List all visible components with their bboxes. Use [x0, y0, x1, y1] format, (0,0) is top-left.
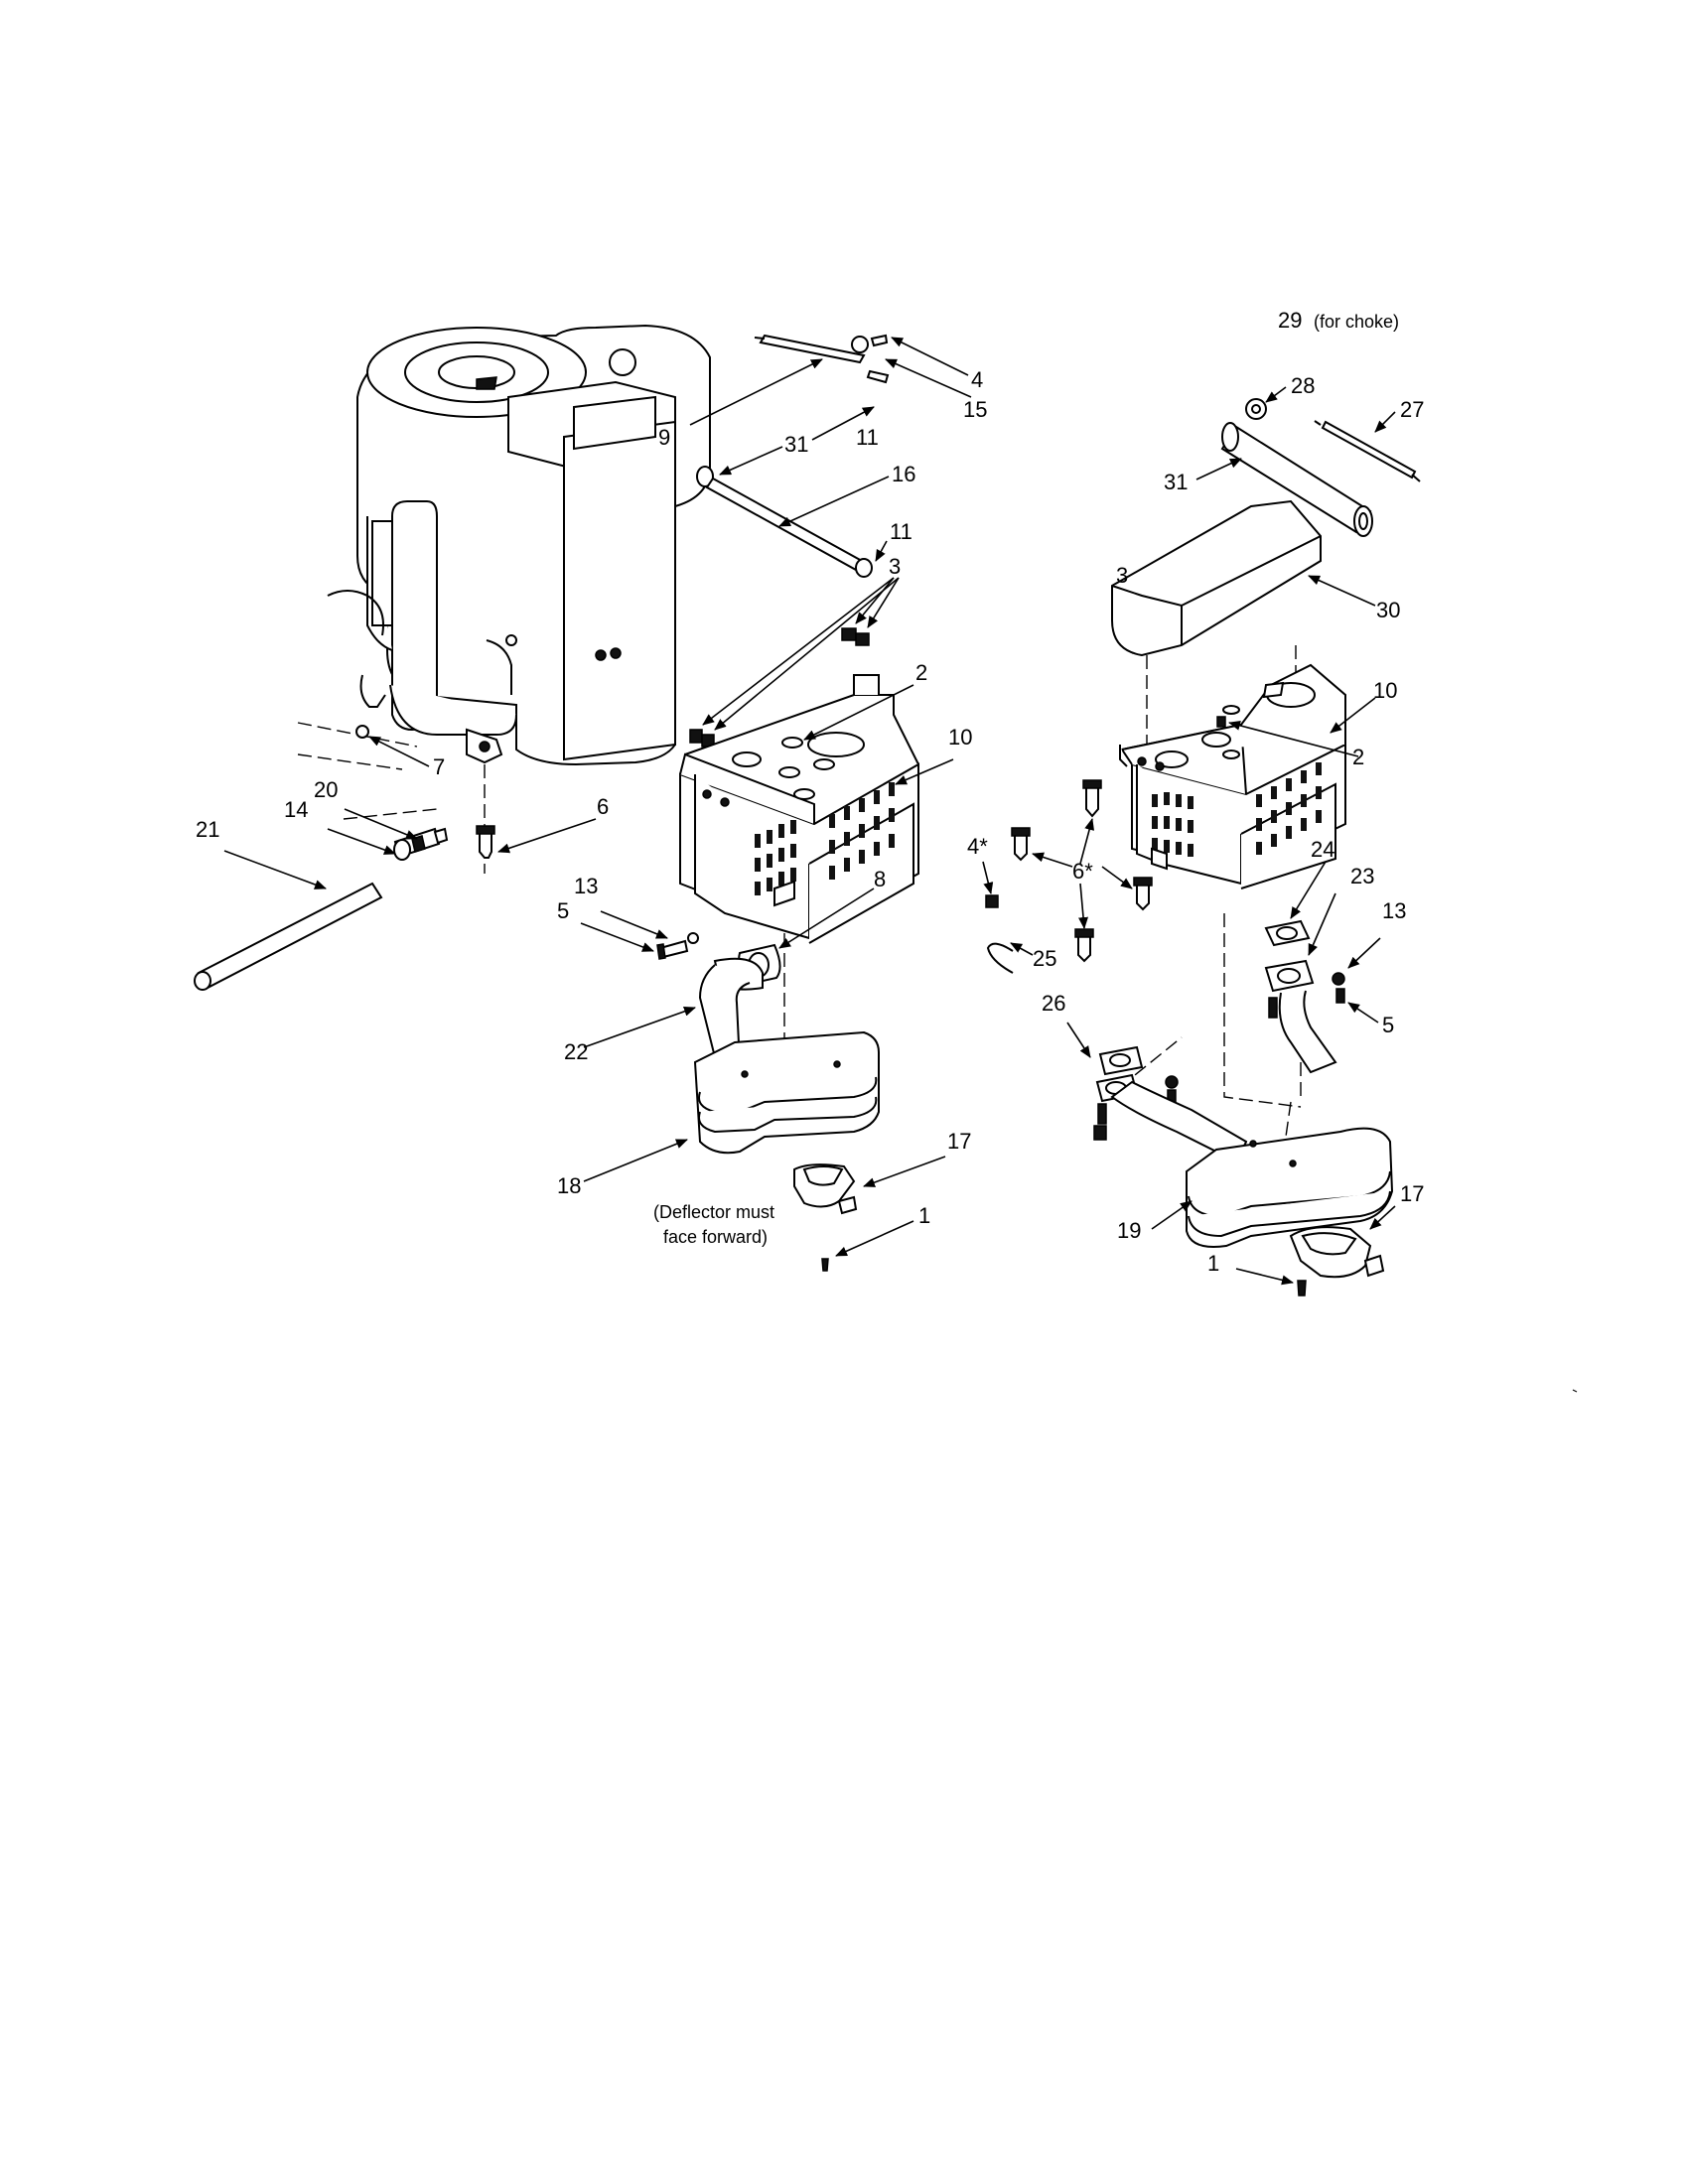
callout-15: 15 [963, 397, 987, 422]
callout-1-right: 1 [1207, 1251, 1219, 1276]
callout-19: 19 [1117, 1218, 1141, 1243]
callout-29: 29 [1278, 308, 1302, 333]
callout-3-right: 3 [1116, 563, 1128, 588]
note-deflector-line2: face forward) [663, 1227, 768, 1247]
callout-2-right: 2 [1352, 745, 1364, 769]
callout-13-right: 13 [1382, 898, 1406, 923]
callout-27: 27 [1400, 397, 1424, 422]
callout-8: 8 [874, 867, 886, 891]
engine [327, 324, 711, 766]
callout-5-left: 5 [557, 898, 569, 923]
callout-1-left: 1 [918, 1203, 930, 1228]
callout-30: 30 [1376, 598, 1400, 622]
callout-31-left: 31 [784, 432, 808, 457]
callout-6-left: 6 [597, 794, 609, 819]
callout-10-right: 10 [1373, 678, 1397, 703]
callout-4: 4 [971, 367, 983, 392]
callout-22: 22 [564, 1039, 588, 1064]
callout-18: 18 [557, 1173, 581, 1198]
callout-7: 7 [433, 754, 445, 779]
callout-17-left: 17 [947, 1129, 971, 1154]
callout-13-left: 13 [574, 874, 598, 898]
leader-lines [223, 337, 1396, 1286]
muffler-left [693, 1030, 880, 1155]
callout-17-right: 17 [1400, 1181, 1424, 1206]
callout-6-star: 6* [1072, 859, 1093, 884]
muffler-right [1110, 990, 1394, 1248]
callout-26: 26 [1042, 991, 1065, 1016]
callout-25: 25 [1033, 946, 1056, 971]
callout-9: 9 [658, 425, 670, 450]
callout-21: 21 [196, 817, 219, 842]
callout-20: 20 [314, 777, 338, 802]
callout-10-left: 10 [948, 725, 972, 750]
callout-3-left: 3 [889, 554, 901, 579]
callout-28: 28 [1291, 373, 1315, 398]
cover-box [1111, 499, 1322, 657]
callout-4-star: 4* [967, 834, 988, 859]
callout-16: 16 [892, 462, 915, 486]
callout-5-right: 5 [1382, 1013, 1394, 1037]
callout-11-mid: 11 [890, 519, 912, 544]
callout-11-top: 11 [856, 425, 879, 450]
note-for-choke: (for choke) [1314, 312, 1399, 332]
callout-2-left: 2 [915, 660, 927, 685]
heat-shield-right [1119, 663, 1346, 889]
callout-24: 24 [1311, 837, 1334, 862]
note-deflector-line1: (Deflector must [653, 1202, 774, 1222]
heat-shield-left [679, 674, 919, 944]
callout-31-right: 31 [1164, 470, 1188, 494]
callout-numbers: 4 15 9 31 11 16 11 3 2 10 7 20 14 21 6 8… [196, 308, 1424, 1276]
callout-23: 23 [1350, 864, 1374, 888]
callout-14: 14 [284, 797, 308, 822]
